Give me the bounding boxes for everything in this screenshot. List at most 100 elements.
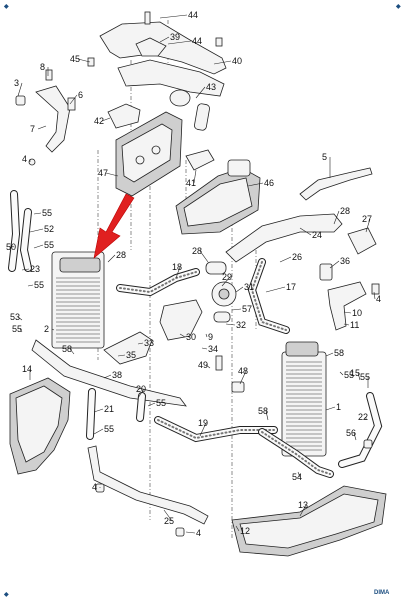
callout-number: 15	[350, 368, 360, 378]
leader-line	[11, 245, 15, 248]
callout-number: 39	[170, 32, 180, 42]
leader-line	[235, 525, 240, 532]
leader-line	[213, 60, 232, 65]
leader-line	[325, 406, 336, 411]
leader-line	[333, 210, 340, 225]
callout-number: 41	[186, 178, 196, 188]
leader-line	[193, 169, 197, 184]
callout-number: 2	[44, 324, 49, 334]
leader-line	[107, 254, 116, 263]
callout-number: 22	[358, 412, 368, 422]
leader-line	[137, 388, 145, 399]
watermark-bottom-left: ◆	[3, 591, 9, 598]
watermark-top-right: ◆	[395, 3, 401, 10]
leader-line	[195, 86, 206, 99]
leader-line	[93, 428, 104, 435]
leader-line	[17, 316, 23, 321]
callout-number: 4	[196, 528, 201, 538]
callout-number: 4	[92, 482, 97, 492]
leader-line	[105, 172, 119, 177]
leader-line	[357, 372, 361, 381]
hose	[8, 190, 21, 272]
leader-line	[159, 36, 170, 43]
gasket	[107, 103, 141, 129]
intercooler-left	[51, 251, 105, 349]
callout-number: 31	[244, 282, 254, 292]
callout-number: 7	[30, 124, 35, 134]
valve-assembly	[205, 261, 237, 323]
intake-manifold	[115, 111, 183, 197]
fasteners	[95, 283, 380, 537]
callout-number: 32	[236, 320, 246, 330]
callout-number: 55	[360, 372, 370, 382]
leader-line	[325, 352, 334, 357]
callout-number: 13	[298, 500, 308, 510]
callout-number: 29	[222, 272, 232, 282]
leader-line	[265, 286, 286, 293]
callout-number: 55	[44, 240, 54, 250]
leader-line	[51, 328, 55, 331]
bracket	[103, 331, 153, 365]
air-guide	[231, 485, 387, 557]
callout-number: 43	[206, 82, 216, 92]
leader-line	[29, 228, 44, 233]
callout-number: 58	[62, 344, 72, 354]
sensor	[299, 167, 373, 201]
leader-line	[175, 266, 181, 279]
air-guide	[9, 377, 71, 475]
radiator-fins	[56, 277, 100, 343]
callout-number: 44	[192, 36, 202, 46]
leader-line	[343, 311, 352, 314]
callout-number: 1	[336, 402, 341, 412]
leader-line	[231, 308, 242, 311]
leader-lines	[11, 14, 376, 534]
callout-number: 5	[322, 152, 327, 162]
callout-number: 49	[198, 360, 208, 370]
charge-pipe	[31, 339, 187, 407]
callout-number: 24	[312, 230, 322, 240]
callout-number: 8	[40, 62, 45, 72]
leader-line	[199, 422, 207, 437]
callout-number: 55	[344, 370, 354, 380]
leader-line	[299, 227, 312, 236]
callout-number: 47	[98, 168, 108, 178]
leader-line	[101, 117, 111, 122]
callout-number: 35	[126, 350, 136, 360]
callout-number: 56	[346, 428, 356, 438]
leader-line	[33, 244, 44, 249]
callout-number: 57	[242, 304, 252, 314]
corrugated-hose	[247, 258, 290, 334]
corrugated-hose	[116, 268, 200, 297]
leader-line	[297, 471, 301, 478]
callout-number: 58	[258, 406, 268, 416]
callout-number: 19	[198, 418, 208, 428]
leader-line	[159, 14, 188, 19]
callout-number: 48	[238, 366, 248, 376]
leader-line	[33, 212, 42, 215]
callout-number: 4	[376, 294, 381, 304]
leader-line	[205, 333, 208, 338]
hose	[86, 388, 146, 440]
radiator-fins	[286, 361, 322, 451]
callout-number: 40	[232, 56, 242, 66]
callout-number: 30	[186, 332, 196, 342]
charge-pipe	[225, 213, 377, 263]
callout-number: 38	[112, 370, 122, 380]
leader-line	[279, 256, 292, 263]
callout-number: 55	[34, 280, 44, 290]
leader-line	[117, 354, 126, 357]
leader-line	[201, 347, 208, 350]
callout-number: 25	[164, 516, 174, 526]
intake-pipe-assembly	[99, 21, 227, 131]
leader-line	[225, 323, 236, 326]
leader-line	[247, 182, 264, 187]
charge-pipe	[87, 445, 209, 525]
callout-number: 54	[292, 472, 302, 482]
callout-number: 36	[340, 256, 350, 266]
leader-line	[179, 333, 186, 338]
callout-number: 52	[44, 224, 54, 234]
fasteners	[15, 11, 223, 166]
leader-line	[37, 125, 47, 130]
leader-line	[69, 348, 75, 355]
